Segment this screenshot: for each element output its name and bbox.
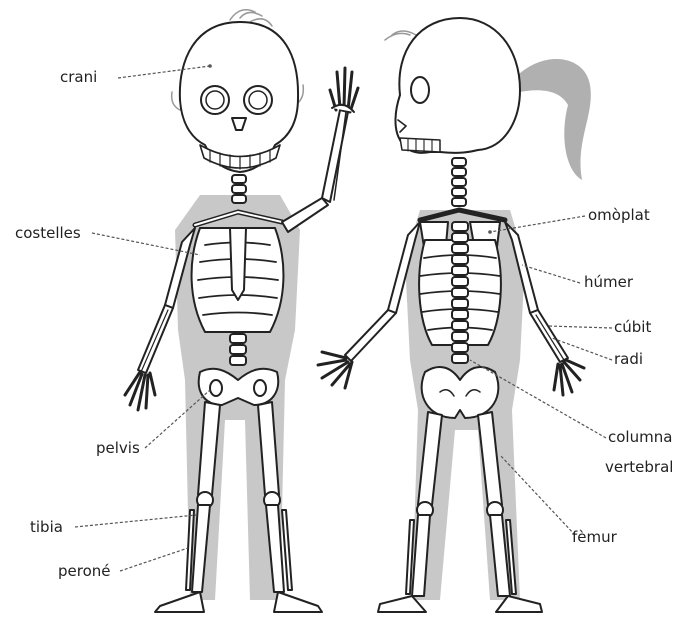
label-humer: húmer <box>584 275 633 290</box>
label-tibia: tibia <box>30 520 63 535</box>
label-radi: radi <box>614 352 643 367</box>
label-vertebral: vertebral <box>605 460 673 475</box>
back-teeth <box>400 138 440 152</box>
front-left-hand <box>125 372 155 410</box>
back-left-hand <box>318 352 352 388</box>
label-crani: crani <box>60 70 97 85</box>
leader-cubit <box>548 326 612 328</box>
front-sternum <box>230 228 246 300</box>
back-skeleton <box>318 18 591 612</box>
leader-tibia <box>75 515 196 527</box>
front-skull <box>180 22 298 172</box>
label-perone: peroné <box>58 564 111 579</box>
label-omoplat: omòplat <box>588 208 650 223</box>
back-left-forearm <box>345 310 396 361</box>
back-right-hand <box>554 360 584 395</box>
back-spine <box>452 222 468 363</box>
front-left-foot <box>155 592 204 612</box>
back-eye-socket <box>411 77 429 103</box>
label-femur: fèmur <box>572 530 617 545</box>
label-columna: columna <box>608 430 672 445</box>
label-costelles: costelles <box>15 226 81 241</box>
leader-lines <box>75 64 612 571</box>
front-right-foot <box>274 592 322 612</box>
back-ponytail <box>518 59 591 180</box>
label-pelvis: pelvis <box>96 441 140 456</box>
leader-perone <box>120 548 188 571</box>
front-skeleton <box>125 10 358 612</box>
label-cubit: cúbit <box>614 320 651 335</box>
